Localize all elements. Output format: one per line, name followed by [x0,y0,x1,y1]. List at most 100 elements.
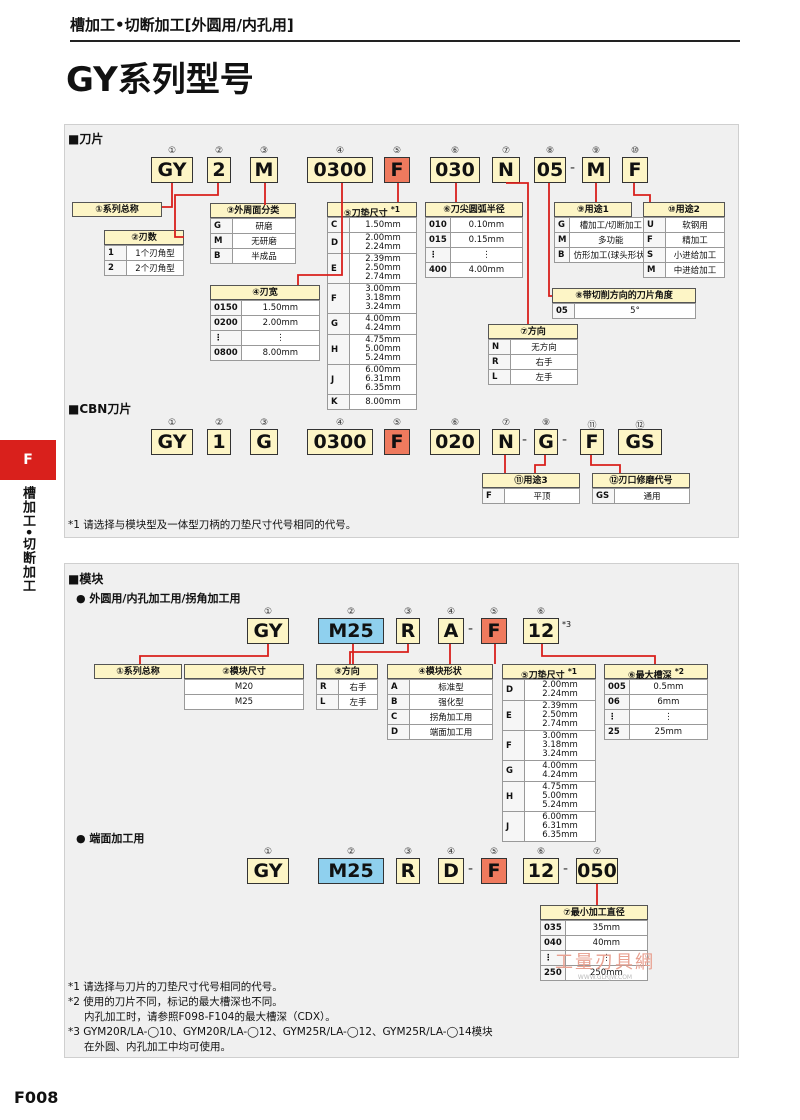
code-index: ① [263,607,273,617]
code-index: ⑤ [392,146,402,156]
table-cell: 左手 [510,369,578,385]
separator-dash: - [562,432,568,448]
table-cell: G [327,313,350,335]
table-cell: ⋮ [425,247,451,263]
code-index: ④ [335,418,345,428]
code-index: ⑫ [635,421,645,431]
use3-label: ⑪用途3 [482,473,580,488]
code-index: ④ [446,847,456,857]
insert-section-title: ■刀片 [68,132,104,146]
table-cell: 中进给加工 [665,262,725,278]
code-index: ③ [403,847,413,857]
code-box: GS [618,429,662,455]
code-index: ② [346,847,356,857]
table-cell: 1 [104,245,127,261]
code-box: GY [151,429,193,455]
table-cell: 2 [104,260,127,276]
separator-dash: - [522,432,528,448]
table-cell: 1个刃角型 [126,245,184,261]
table-cell: B [387,694,410,710]
table-cell: C [327,217,350,233]
code-index: ⑥ [450,146,460,156]
code-box: 0300 [307,429,373,455]
table-cell: 标准型 [409,679,493,695]
code-box: N [492,429,520,455]
watermark-url: WWW.GLRJW.COM [577,974,633,981]
table-cell: 端面加工用 [409,724,493,740]
side-tab[interactable]: F [0,440,56,480]
table-cell: M [553,232,571,248]
side-label: 槽加工•切断加工 [20,486,35,594]
table-cell: ⋮ [449,247,524,263]
table-cell: 研磨 [232,218,296,234]
table-cell: S [643,247,666,263]
table-cell: H [327,334,350,365]
table-cell: 250 [540,965,566,981]
hone-label: ⑫刃口修磨代号 [592,473,690,488]
table-cell: E [327,253,350,284]
angle-label: ⑧带切削方向的刀片角度 [552,288,696,303]
module-size-label: ②模块尺寸 [184,664,304,679]
table-cell: 无方向 [510,339,578,355]
code-index: ⑨ [541,418,551,428]
table-cell: R [316,679,339,695]
table-cell: 25 [604,724,630,740]
module-seat-label: ⑤刀垫尺寸 *1 [502,664,596,681]
code-index: ⑥ [450,418,460,428]
table-cell: D [327,232,350,254]
code-box: 020 [430,429,480,455]
code-index: ⑨ [591,146,601,156]
separator-dash: - [563,861,569,877]
code-index: ② [214,146,224,156]
module-sub1: ● 外圆用/内孔加工用/拐角加工用 [76,592,241,605]
table-cell: G [553,217,571,233]
table-cell: 005 [604,679,630,695]
use2-label: ⑩用途2 [643,202,725,217]
table-cell: GS [592,488,615,504]
seat-label: ⑤刀垫尺寸 *1 [327,202,417,219]
code-index: ② [346,607,356,617]
edges-label: ②刃数 [104,230,184,245]
table-cell: G [210,218,233,234]
table-cell: C [387,709,410,725]
code-box: 0300 [307,157,373,183]
table-row: ⋮⋮ [540,950,649,966]
module-sub2: ● 端面加工用 [76,832,145,845]
table-cell: H [502,781,525,812]
code-index: ⑤ [489,607,499,617]
code-box: F [580,429,604,455]
table-cell: 25mm [628,724,709,740]
table-cell: 右手 [510,354,578,370]
code-index: ③ [259,146,269,156]
table-cell: B [553,247,571,263]
table-cell: 强化型 [409,694,493,710]
code-index: ① [167,418,177,428]
code-index: ⑪ [587,421,597,431]
table-cell: A [387,679,410,695]
table-cell: F [502,730,525,761]
watermark: 工量刃具網 WWW.GLRJW.COM [540,948,670,981]
code-box: G [250,429,278,455]
